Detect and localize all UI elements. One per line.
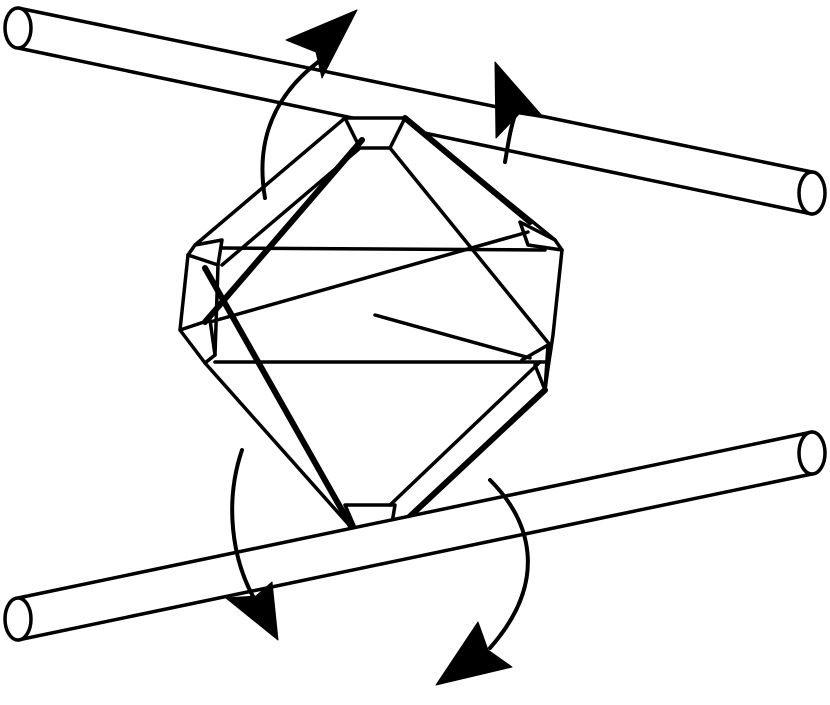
- lower-rod: [3, 430, 827, 642]
- crystal-girdle-upper: [220, 246, 547, 252]
- lower-rod-left-end: [3, 596, 33, 642]
- upper-rod-right-end: [797, 170, 827, 216]
- crystal-front-edge: [202, 137, 365, 325]
- arrow-upper-left-head-icon: [285, 9, 358, 79]
- crystal-edge: [203, 361, 360, 537]
- crystal-front-edge: [402, 115, 533, 225]
- crystal-internal-axis: [373, 313, 532, 360]
- arrow-upper-right-head-icon: [494, 61, 545, 139]
- crystal-front-edge: [202, 265, 355, 531]
- lower-rod-right-end: [797, 430, 827, 476]
- crystal-front-edge: [387, 387, 548, 538]
- arrow-lower-left-head-icon: [225, 581, 279, 641]
- crystal-edge: [388, 360, 542, 507]
- crystal-edge: [388, 146, 552, 347]
- arrow-lower-left-shaft: [230, 448, 260, 607]
- crystal: [178, 115, 564, 538]
- arrow-lower-right-shaft: [488, 478, 530, 650]
- arrow-upper-left-shaft: [260, 60, 320, 200]
- crystal-thick-edges: [202, 115, 548, 538]
- upper-rod-left-end: [3, 6, 33, 50]
- crystal-right-lower-face: [520, 343, 550, 392]
- rotation-arrows: [225, 9, 545, 686]
- arrow-lower-right-head-icon: [435, 621, 513, 686]
- crystal-internal-diagonal: [208, 230, 530, 324]
- crystal-edge: [193, 116, 347, 247]
- upper-rod: [3, 6, 827, 216]
